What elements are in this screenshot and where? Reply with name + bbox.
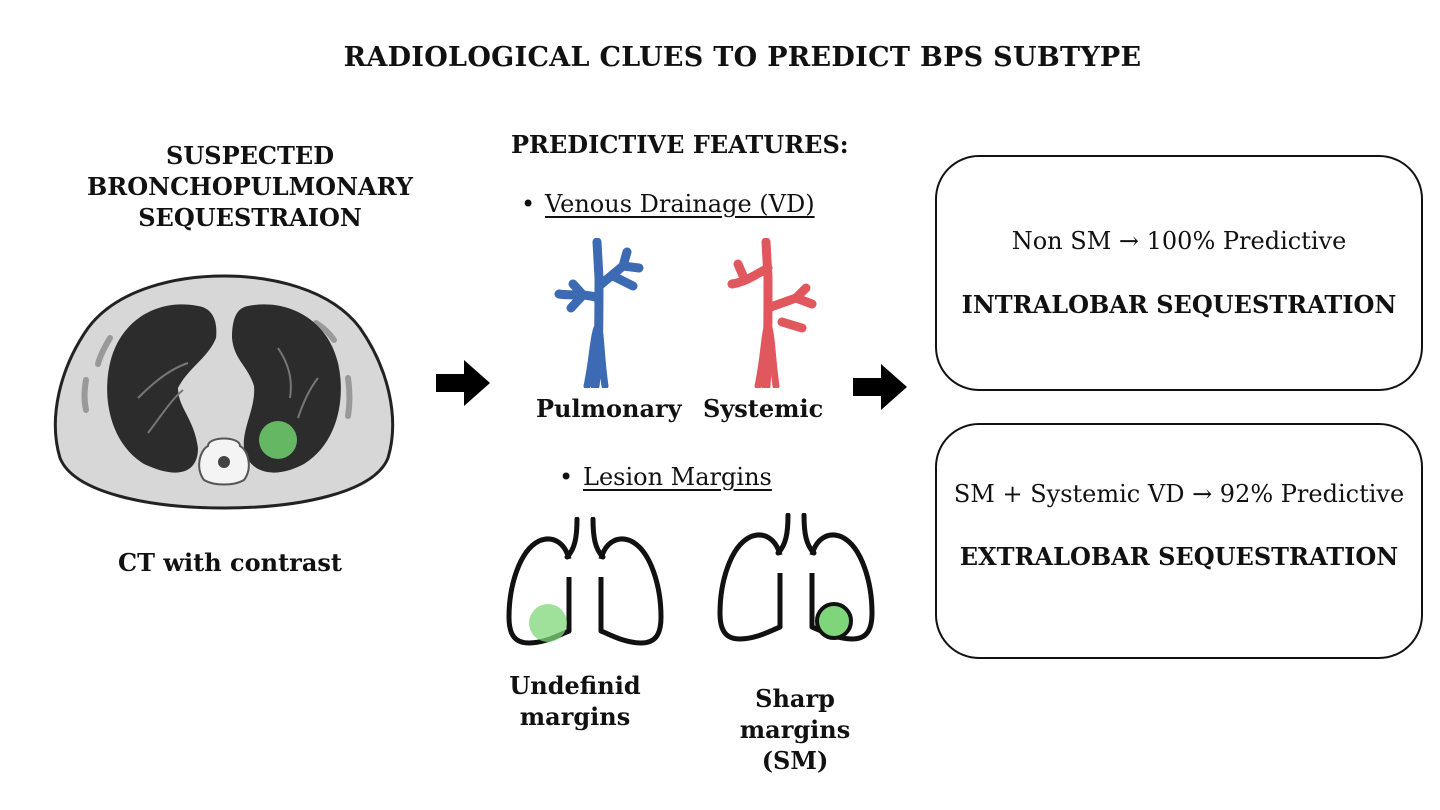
arrow-right-icon-2 — [853, 364, 907, 410]
ct-rib-left-1 — [95, 335, 113, 367]
ct-lung-right — [232, 304, 341, 473]
lungs-undefined-margins-icon — [506, 517, 664, 646]
ct-lesion — [259, 421, 297, 459]
intralobar-prediction: Non SM → 100% Predictive — [1011, 227, 1347, 255]
sharp-margins-line-2: (SM) — [761, 746, 829, 775]
pulmonary-label: Pulmonary — [536, 394, 682, 423]
ct-spinal-canal — [218, 456, 230, 468]
extralobar-result-box: SM + Systemic VD → 92% Predictive EXTRAL… — [935, 423, 1423, 659]
undefined-margins-line-1: Undefinid — [509, 671, 641, 700]
lesion-margins-bullet: • Lesion Margins — [559, 463, 772, 491]
undefined-margins-line-2: margins — [519, 702, 631, 731]
ct-rib-left-2 — [81, 377, 89, 413]
sharp-lesion — [815, 602, 853, 640]
lesion-margins-label: Lesion Margins — [583, 463, 772, 491]
bullet-icon: • — [559, 463, 574, 491]
extralobar-subtype: EXTRALOBAR SEQUESTRATION — [959, 542, 1399, 571]
heading-line-3: SEQUESTRAION — [138, 203, 362, 232]
ct-lung-left — [107, 304, 217, 473]
undefined-margins-label: Undefinid margins — [490, 670, 660, 732]
predictive-features-heading: PREDICTIVE FEATURES: — [511, 130, 849, 159]
arrow-right-icon — [436, 360, 490, 406]
ct-rib-right-1 — [313, 320, 337, 343]
ct-rib-right-2 — [345, 375, 353, 419]
ct-scan-illustration — [53, 274, 395, 510]
intralobar-subtype: INTRALOBAR SEQUESTRATION — [961, 290, 1397, 319]
extralobar-prediction: SM + Systemic VD → 92% Predictive — [953, 480, 1405, 508]
pulmonary-vein-icon — [554, 238, 644, 388]
bullet-icon: • — [521, 190, 536, 218]
systemic-label: Systemic — [703, 394, 824, 423]
lungs-sharp-margins-icon — [717, 513, 875, 642]
venous-drainage-label: Venous Drainage (VD) — [545, 190, 815, 218]
sharp-margins-line-1: Sharp margins — [739, 684, 851, 744]
venous-drainage-bullet: • Venous Drainage (VD) — [521, 190, 815, 218]
heading-line-1: SUSPECTED — [166, 141, 334, 170]
suspected-bps-heading: SUSPECTED BRONCHOPULMONARY SEQUESTRAION — [60, 140, 440, 233]
intralobar-result-box: Non SM → 100% Predictive INTRALOBAR SEQU… — [935, 155, 1423, 391]
diagram-title: RADIOLOGICAL CLUES TO PREDICT BPS SUBTYP… — [343, 42, 1142, 73]
heading-line-2: BRONCHOPULMONARY — [87, 172, 413, 201]
sharp-margins-label: Sharp margins (SM) — [700, 683, 890, 776]
systemic-vein-icon — [727, 238, 817, 388]
ct-caption: CT with contrast — [118, 548, 342, 577]
ct-vessels — [137, 347, 319, 434]
undefined-lesion — [529, 604, 567, 642]
